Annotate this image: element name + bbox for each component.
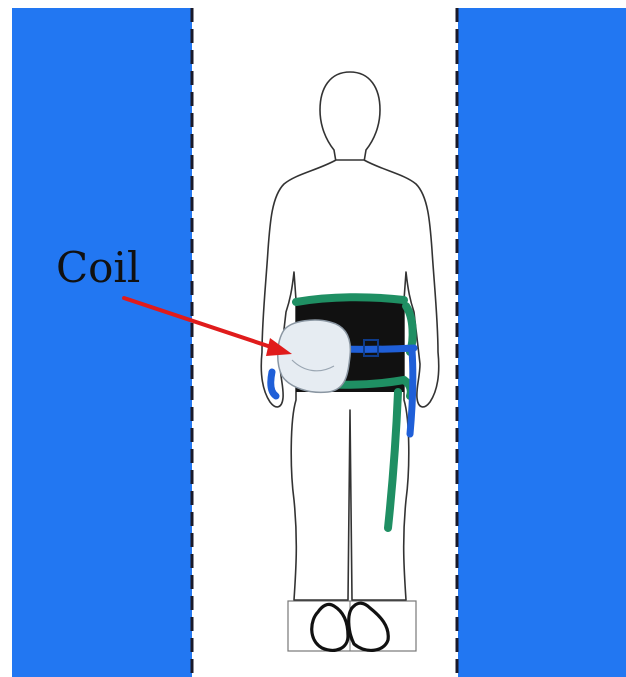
left-blue-panel bbox=[12, 8, 192, 677]
coil-pad bbox=[278, 320, 351, 392]
right-blue-panel bbox=[458, 8, 626, 677]
coil-label: Coil bbox=[56, 243, 140, 292]
person-head bbox=[320, 72, 380, 165]
